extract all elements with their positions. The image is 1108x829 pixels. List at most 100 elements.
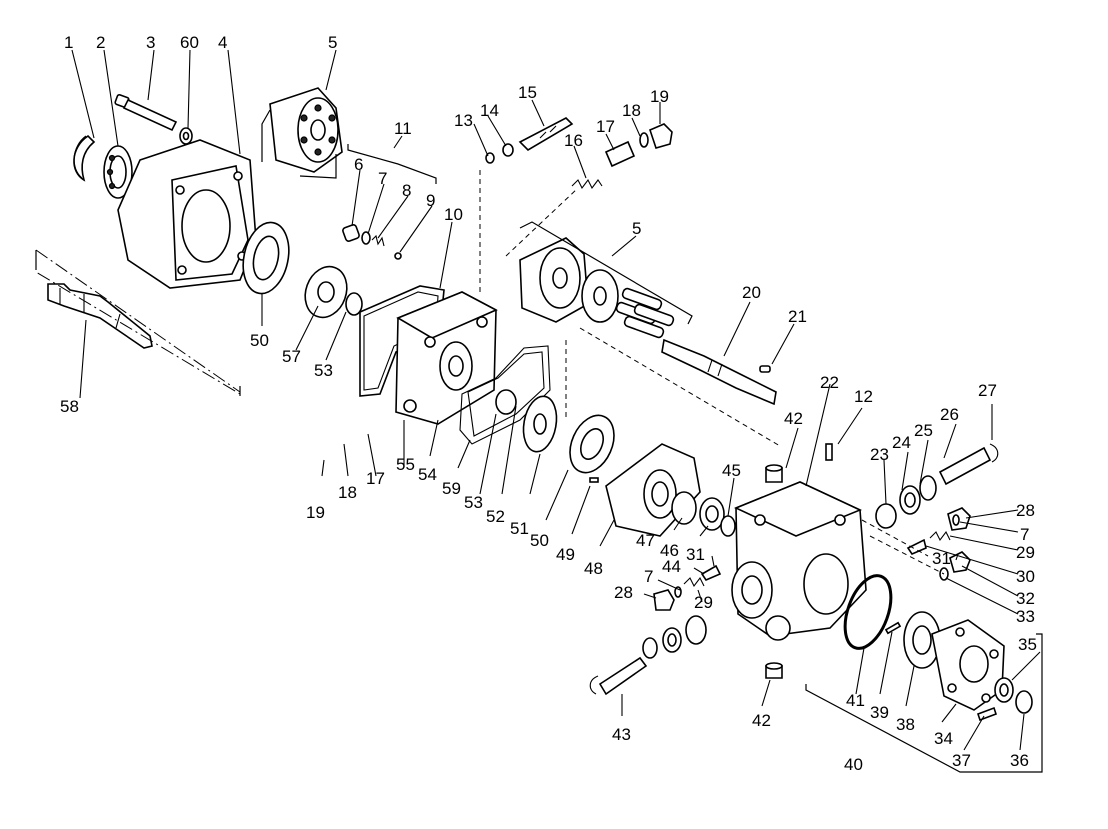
cylinder-block-5-center <box>519 237 589 323</box>
callout-36: 36 <box>1010 751 1029 770</box>
shaft-58 <box>47 283 153 349</box>
retainer-plate <box>581 269 619 323</box>
callout-31-left: 31 <box>686 545 705 564</box>
key-21 <box>759 365 771 373</box>
callout-23: 23 <box>870 445 889 464</box>
callout-14: 14 <box>480 101 499 120</box>
plug-19-top <box>649 123 673 149</box>
callout-15: 15 <box>518 83 537 102</box>
callout-5-center: 5 <box>632 219 641 238</box>
gasket-50-left <box>242 221 290 295</box>
pin-12 <box>825 443 833 461</box>
bearing-46 <box>699 497 725 531</box>
gerotor-38 <box>903 611 941 669</box>
pin-26 <box>938 446 992 486</box>
gasket-59 <box>459 345 551 445</box>
callout-44: 44 <box>662 557 681 576</box>
washer-60 <box>179 127 193 145</box>
washer-front <box>642 637 658 659</box>
callout-4: 4 <box>218 33 227 52</box>
bushing-53-right <box>495 389 517 415</box>
spring-29-right <box>929 530 951 542</box>
callout-49: 49 <box>556 545 575 564</box>
charge-pump-housing-34 <box>931 619 1005 711</box>
poppet-30 <box>906 538 927 555</box>
pistons <box>615 287 675 339</box>
callout-48: 48 <box>584 559 603 578</box>
thrust-washer-50-right <box>569 414 615 474</box>
callout-29-right: 29 <box>1016 543 1035 562</box>
callout-38: 38 <box>896 715 915 734</box>
cylinder-block-5-top <box>269 87 343 173</box>
callout-27: 27 <box>978 381 997 400</box>
plug-42-bottom <box>765 662 783 679</box>
callout-55: 55 <box>396 455 415 474</box>
leader-lines <box>71 49 1041 751</box>
pin-49 <box>589 477 599 483</box>
callout-19-bottom: 19 <box>306 503 325 522</box>
callout-2: 2 <box>96 33 105 52</box>
seal-front <box>662 627 682 653</box>
callout-50-left: 50 <box>250 331 269 350</box>
callout-43: 43 <box>612 725 631 744</box>
callout-60: 60 <box>180 33 199 52</box>
callout-29-left: 29 <box>694 593 713 612</box>
callout-12: 12 <box>854 387 873 406</box>
washer-25 <box>919 475 937 501</box>
plug-42-top <box>765 464 783 483</box>
plug-28-left <box>653 589 675 611</box>
bushing-53-left <box>345 292 363 316</box>
valve-plate-52 <box>522 395 558 453</box>
bearing-2 <box>103 145 133 199</box>
callout-32: 32 <box>1016 589 1035 608</box>
port-block-55 <box>395 291 498 425</box>
callout-59: 59 <box>442 479 461 498</box>
callout-50-right: 50 <box>530 531 549 550</box>
bushing-23 <box>875 503 897 529</box>
callout-10: 10 <box>444 205 463 224</box>
shaft-20 <box>661 338 777 406</box>
callout-5-top: 5 <box>328 33 337 52</box>
o-ring-14 <box>502 143 514 157</box>
pump-housing-22 <box>731 481 867 641</box>
callout-18-top: 18 <box>622 101 641 120</box>
callout-labels: 1 2 3 60 4 5 11 6 7 8 9 10 13 14 15 16 1… <box>60 33 1037 774</box>
callout-1: 1 <box>64 33 73 52</box>
callout-7-left: 7 <box>644 567 653 586</box>
plug-6 <box>342 224 360 242</box>
callout-42-bottom: 42 <box>752 711 771 730</box>
callout-19-top: 19 <box>650 87 669 106</box>
ball-9 <box>394 252 402 260</box>
callout-24: 24 <box>892 433 911 452</box>
callout-20: 20 <box>742 283 761 302</box>
callout-28-right: 28 <box>1016 501 1035 520</box>
callout-13: 13 <box>454 111 473 130</box>
callout-17-bottom: 17 <box>366 469 385 488</box>
callout-7-right: 7 <box>1020 525 1029 544</box>
callout-53-right: 53 <box>464 493 483 512</box>
callout-17-top: 17 <box>596 117 615 136</box>
callout-42-top: 42 <box>784 409 803 428</box>
cartridge-17-top <box>604 140 636 168</box>
bolt-3 <box>114 94 178 132</box>
callout-53-left: 53 <box>314 361 333 380</box>
callout-37: 37 <box>952 751 971 770</box>
retaining-ring-1 <box>73 134 96 182</box>
callout-9: 9 <box>426 191 435 210</box>
o-ring-7-right <box>952 514 960 526</box>
callout-52: 52 <box>486 507 505 526</box>
callout-8: 8 <box>402 181 411 200</box>
o-ring-18-top <box>639 132 649 148</box>
retaining-ring-45 <box>720 515 736 537</box>
callout-46: 46 <box>660 541 679 560</box>
callout-6: 6 <box>354 155 363 174</box>
callout-21: 21 <box>788 307 807 326</box>
callout-30: 30 <box>1016 567 1035 586</box>
housing-4 <box>117 139 257 289</box>
o-ring-47 <box>671 491 697 525</box>
pin-39 <box>884 621 902 635</box>
valve-15 <box>518 117 574 152</box>
callout-39: 39 <box>870 703 889 722</box>
